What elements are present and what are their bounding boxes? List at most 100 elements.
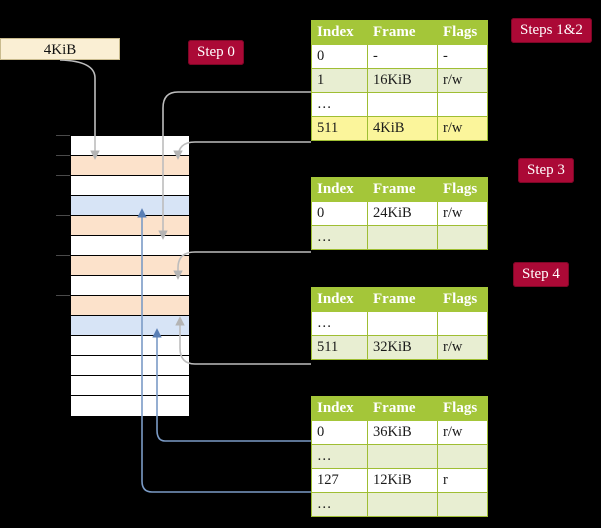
page-table-level-1: Index Frame Flags 0 36KiB r/w … 127 12Ki… bbox=[311, 396, 488, 517]
cell-index: 0 bbox=[311, 201, 368, 226]
memory-block-6 bbox=[71, 256, 189, 276]
table-row: … bbox=[311, 92, 488, 117]
cell-flags: - bbox=[437, 44, 488, 69]
memory-tick bbox=[56, 155, 70, 156]
column-header-index: Index bbox=[311, 20, 368, 45]
column-header-frame: Frame bbox=[367, 287, 438, 312]
cell-index: … bbox=[311, 92, 368, 117]
cell-index: … bbox=[311, 311, 368, 336]
column-header-index: Index bbox=[311, 396, 368, 421]
cell-index: 0 bbox=[311, 44, 368, 69]
table-row-highlighted: 511 4KiB r/w bbox=[311, 116, 488, 141]
memory-block-11 bbox=[71, 356, 189, 376]
table-row: 0 - - bbox=[311, 44, 488, 69]
memory-block-10 bbox=[71, 336, 189, 356]
cell-frame bbox=[367, 225, 438, 250]
column-header-flags: Flags bbox=[437, 396, 488, 421]
memory-block-9 bbox=[71, 316, 189, 336]
page-frame-label: 4KiB bbox=[43, 42, 77, 58]
column-header-flags: Flags bbox=[437, 177, 488, 202]
wire-step3-frame24kib-to-memory bbox=[173, 251, 311, 280]
cell-frame: 4KiB bbox=[367, 116, 438, 141]
memory-tick bbox=[56, 215, 70, 216]
cell-frame: 32KiB bbox=[367, 335, 438, 360]
cell-index: 1 bbox=[311, 68, 368, 93]
column-header-frame: Frame bbox=[367, 396, 438, 421]
cell-frame bbox=[367, 444, 438, 469]
badge-step-3-label: Step 3 bbox=[527, 162, 565, 178]
table-header-row: Index Frame Flags bbox=[311, 20, 488, 45]
column-header-flags: Flags bbox=[437, 287, 488, 312]
cell-index: 511 bbox=[311, 116, 368, 141]
table-row: 0 24KiB r/w bbox=[311, 201, 488, 226]
cell-frame bbox=[367, 492, 438, 517]
cell-flags bbox=[437, 311, 488, 336]
column-header-index: Index bbox=[311, 177, 368, 202]
badge-steps-1-2: Steps 1&2 bbox=[511, 18, 592, 43]
memory-tick bbox=[56, 295, 70, 296]
memory-block-4 bbox=[71, 216, 189, 236]
cell-flags bbox=[437, 92, 488, 117]
cell-flags: r/w bbox=[437, 68, 488, 93]
memory-block-0 bbox=[71, 136, 189, 156]
cell-flags bbox=[437, 492, 488, 517]
table-header-row: Index Frame Flags bbox=[311, 396, 488, 421]
cell-frame: 24KiB bbox=[367, 201, 438, 226]
memory-block-3 bbox=[71, 196, 189, 216]
table-header-row: Index Frame Flags bbox=[311, 287, 488, 312]
cell-flags: r/w bbox=[437, 201, 488, 226]
memory-tick bbox=[56, 175, 70, 176]
badge-steps-1-2-label: Steps 1&2 bbox=[520, 22, 583, 38]
cell-flags: r/w bbox=[437, 335, 488, 360]
cell-index: … bbox=[311, 225, 368, 250]
column-header-index: Index bbox=[311, 287, 368, 312]
cell-frame bbox=[367, 311, 438, 336]
cell-frame: - bbox=[367, 44, 438, 69]
physical-memory-column bbox=[70, 135, 190, 416]
memory-block-12 bbox=[71, 376, 189, 396]
badge-step-0: Step 0 bbox=[188, 40, 244, 65]
cell-flags: r/w bbox=[437, 420, 488, 445]
page-table-level-2: Index Frame Flags … 511 32KiB r/w bbox=[311, 287, 488, 360]
column-header-flags: Flags bbox=[437, 20, 488, 45]
wire-step4-frame32kib-to-memory bbox=[175, 316, 311, 365]
page-table-level-3: Index Frame Flags 0 24KiB r/w … bbox=[311, 177, 488, 250]
memory-block-13 bbox=[71, 396, 189, 416]
page-table-level-4: Index Frame Flags 0 - - 1 16KiB r/w … bbox=[311, 20, 488, 141]
badge-step-0-label: Step 0 bbox=[197, 44, 235, 60]
memory-tick bbox=[56, 255, 70, 256]
wire-step1-frame4kib-to-memory bbox=[173, 141, 311, 160]
cell-index: 511 bbox=[311, 335, 368, 360]
cell-frame: 12KiB bbox=[367, 468, 438, 493]
table-row: 1 16KiB r/w bbox=[311, 68, 488, 93]
memory-tick bbox=[56, 135, 70, 136]
cell-frame: 16KiB bbox=[367, 68, 438, 93]
table-row: … bbox=[311, 492, 488, 517]
badge-step-4: Step 4 bbox=[513, 262, 569, 287]
cell-frame bbox=[367, 92, 438, 117]
table-row: 0 36KiB r/w bbox=[311, 420, 488, 445]
column-header-frame: Frame bbox=[367, 20, 438, 45]
memory-block-1 bbox=[71, 156, 189, 176]
cell-index: … bbox=[311, 492, 368, 517]
memory-block-5 bbox=[71, 236, 189, 256]
table-header-row: Index Frame Flags bbox=[311, 177, 488, 202]
badge-step-4-label: Step 4 bbox=[522, 266, 560, 282]
table-row: 127 12KiB r bbox=[311, 468, 488, 493]
column-header-frame: Frame bbox=[367, 177, 438, 202]
memory-block-8 bbox=[71, 296, 189, 316]
table-row: 511 32KiB r/w bbox=[311, 335, 488, 360]
cell-flags: r bbox=[437, 468, 488, 493]
table-row: … bbox=[311, 311, 488, 336]
cell-flags bbox=[437, 225, 488, 250]
memory-block-7 bbox=[71, 276, 189, 296]
cell-index: 0 bbox=[311, 420, 368, 445]
cell-flags bbox=[437, 444, 488, 469]
cell-index: … bbox=[311, 444, 368, 469]
table-row: … bbox=[311, 225, 488, 250]
table-row: … bbox=[311, 444, 488, 469]
memory-block-2 bbox=[71, 176, 189, 196]
cell-flags: r/w bbox=[437, 116, 488, 141]
page-frame-box: 4KiB bbox=[0, 38, 120, 60]
